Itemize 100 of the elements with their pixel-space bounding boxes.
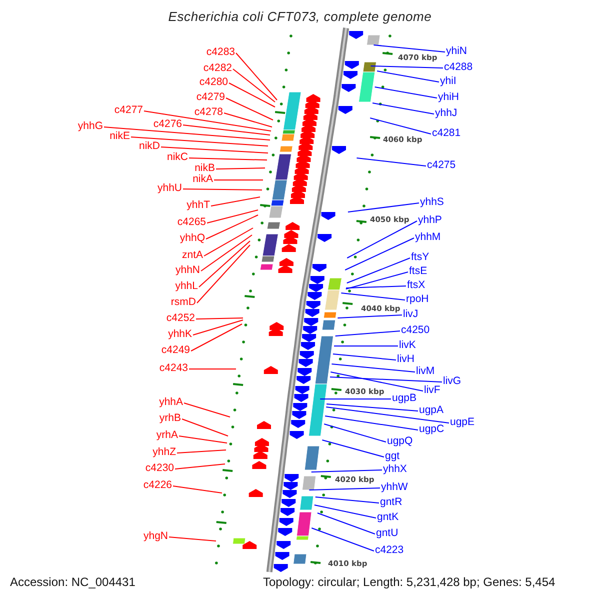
- gene-name: livF: [424, 384, 440, 396]
- gene-name: c4243: [159, 362, 188, 374]
- leader-line: [322, 440, 384, 458]
- leader-line: [198, 240, 250, 288]
- gene-name: c4276: [153, 118, 182, 130]
- leader-line: [228, 82, 276, 108]
- leader-line: [188, 368, 236, 370]
- gene-name: livH: [397, 354, 414, 364]
- leader-line: [326, 406, 450, 424]
- gene-name: c4230: [145, 462, 174, 474]
- leader-line: [190, 324, 242, 352]
- leader-line: [337, 314, 402, 318]
- gene-name: ftsY: [411, 252, 430, 262]
- gene-name: yhhU: [157, 182, 182, 194]
- gene-name: nikB: [194, 162, 215, 174]
- gene-name: yhhP: [418, 214, 442, 226]
- gene-name: yhgN: [143, 530, 168, 542]
- gene-name: rsmD: [170, 296, 196, 308]
- leader-line: [346, 258, 410, 284]
- gene-name: yhhK: [168, 328, 192, 340]
- leader-line: [144, 110, 272, 132]
- leader-line: [130, 136, 268, 146]
- leader-line: [314, 496, 380, 504]
- gene-name: c4281: [432, 128, 461, 138]
- gene-name: ggt: [385, 450, 400, 462]
- leader-line: [326, 404, 418, 412]
- leader-line: [172, 486, 222, 494]
- leader-line: [331, 364, 416, 372]
- gene-name: yhhS: [420, 196, 444, 208]
- leader-line: [330, 376, 442, 382]
- leader-line: [178, 436, 228, 444]
- leader-line: [182, 188, 262, 190]
- leader-line: [232, 68, 276, 102]
- gene-name: ugpE: [450, 416, 475, 428]
- gene-name: c4278: [194, 106, 223, 118]
- leader-line: [320, 398, 392, 400]
- gene-name: c4282: [203, 62, 232, 74]
- leader-line: [324, 416, 418, 430]
- gene-name: zntA: [182, 250, 203, 260]
- leader-line: [373, 44, 446, 52]
- gene-name: livG: [443, 376, 462, 386]
- leader-line: [374, 86, 438, 98]
- leader-line: [188, 158, 268, 160]
- gene-name: yhhL: [175, 280, 198, 292]
- gene-name: ugpA: [419, 404, 444, 416]
- leader-line: [216, 168, 266, 170]
- leader-line: [316, 512, 376, 534]
- leader-line: [204, 228, 254, 256]
- leader-line: [206, 214, 258, 240]
- gene-name: yhhG: [78, 120, 103, 132]
- gene-name: nikC: [166, 152, 188, 162]
- footer-text: Topology: circular; Length: 5,231,428 bp; Genes: 5,454: [263, 575, 556, 589]
- gene-name: yhhT: [186, 200, 210, 210]
- leader-line: [372, 102, 434, 114]
- leader-line: [192, 320, 244, 336]
- leader-line: [370, 118, 432, 134]
- gene-name: c4226: [143, 480, 172, 490]
- leader-line: [340, 292, 406, 300]
- gene-name: livJ: [403, 308, 418, 320]
- gene-name: ugpB: [392, 392, 417, 404]
- leader-line: [346, 220, 418, 258]
- gene-name: yrhA: [156, 430, 178, 440]
- leader-line: [324, 424, 386, 442]
- leader-line: [182, 124, 270, 136]
- gene-name: yhiN: [446, 46, 468, 56]
- gene-name: c4265: [177, 216, 206, 228]
- gene-name: gntK: [377, 512, 399, 522]
- map-title: Escherichia coli CFT073, complete genome: [168, 9, 432, 24]
- gene-name: c4288: [444, 62, 473, 72]
- gene-name: rpoH: [406, 294, 429, 304]
- gene-name: c4252: [166, 312, 195, 324]
- leader-line: [308, 488, 380, 490]
- gene-name: yrhB: [159, 412, 181, 424]
- gene-name: ftsX: [407, 280, 426, 290]
- leader-line: [345, 272, 408, 290]
- gene-name: c4249: [161, 344, 190, 356]
- gene-name: c4279: [196, 92, 225, 102]
- footer-text: Accession: NC_004431: [10, 575, 136, 589]
- gene-name: livK: [399, 340, 416, 350]
- gene-name: gntU: [376, 528, 398, 538]
- leader-line: [314, 504, 376, 518]
- leader-line: [182, 418, 228, 436]
- leader-line: [344, 238, 414, 270]
- leader-line: [206, 210, 258, 224]
- gene-name: ftsE: [409, 266, 428, 276]
- gene-name: livM: [416, 366, 435, 376]
- gene-name: yhiI: [440, 76, 456, 86]
- gene-name: yhhQ: [180, 232, 205, 244]
- leader-line: [330, 372, 424, 392]
- leader-line: [310, 470, 382, 472]
- leader-line: [356, 158, 426, 166]
- leader-line: [168, 536, 216, 542]
- gene-name: c4280: [199, 76, 228, 88]
- leader-line: [196, 318, 244, 320]
- leader-line: [376, 70, 440, 82]
- gene-name: c4275: [427, 160, 456, 170]
- leader-line: [334, 330, 400, 336]
- gene-name: ugpC: [419, 424, 444, 434]
- leader-line: [174, 464, 226, 470]
- gene-name: yhiH: [438, 92, 460, 102]
